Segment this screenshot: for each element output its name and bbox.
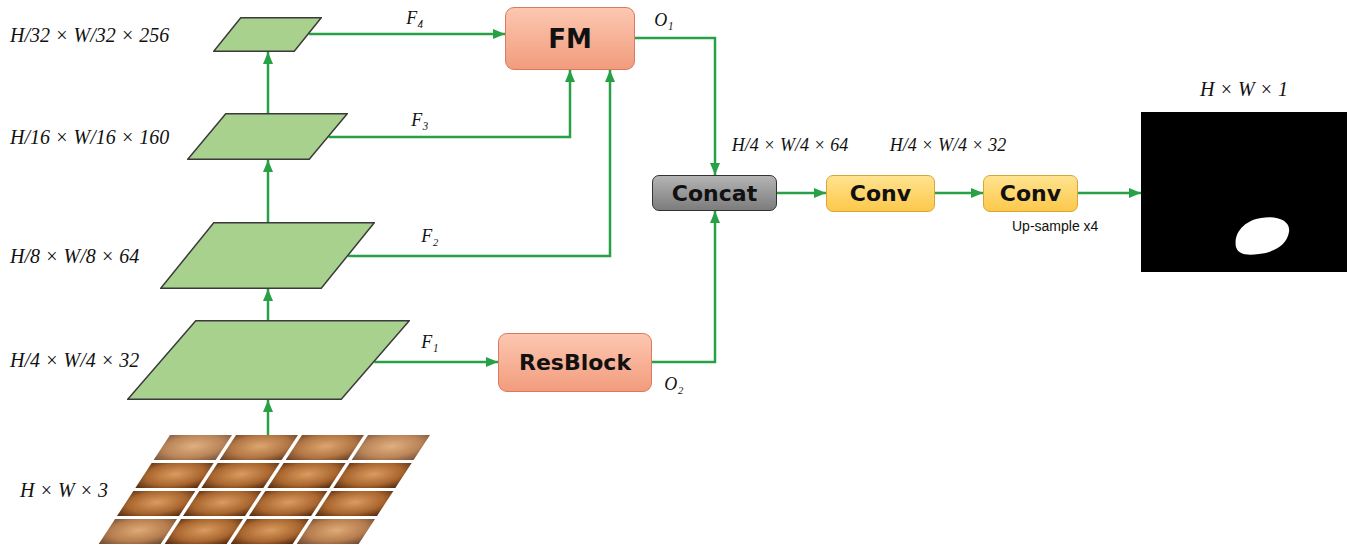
arrow-connector bbox=[309, 33, 505, 36]
edge-label: F₁ bbox=[419, 332, 440, 353]
arrow-connector bbox=[374, 361, 498, 364]
box-label: Conv bbox=[1000, 181, 1061, 206]
arrow-connector bbox=[635, 38, 715, 175]
arrow-connector bbox=[652, 211, 715, 362]
arrow-connector bbox=[267, 289, 270, 320]
arrow-connector bbox=[935, 192, 983, 195]
edge-label: H/4 × W/4 × 32 bbox=[888, 135, 1008, 156]
conv-box: Conv bbox=[826, 175, 935, 212]
arrow-connector bbox=[329, 70, 570, 137]
edge-label: F₄ bbox=[404, 8, 425, 29]
feature-map: H/4 × W/4 × 32 bbox=[127, 320, 410, 400]
box-label: ResBlock bbox=[519, 350, 631, 375]
edge-label: F₃ bbox=[409, 110, 430, 131]
dimension-label: H × W × 1 bbox=[1200, 78, 1288, 101]
feature-map: H/16 × W/16 × 160 bbox=[187, 113, 348, 160]
module-box: ResBlock bbox=[498, 333, 652, 392]
feature-map-shape bbox=[127, 320, 410, 400]
arrow-connector bbox=[777, 192, 826, 195]
note-label: Up-sample x4 bbox=[1012, 218, 1098, 234]
arrow-connector bbox=[267, 160, 270, 222]
input-image-node: H × W × 3 bbox=[98, 435, 430, 545]
arrow-connector bbox=[267, 400, 270, 435]
dimension-label: H × W × 3 bbox=[20, 479, 108, 502]
arrow-connector bbox=[348, 70, 610, 256]
dimension-label: H/8 × W/8 × 64 bbox=[10, 244, 139, 267]
dimension-label: H/16 × W/16 × 160 bbox=[10, 125, 169, 148]
input-image bbox=[98, 435, 430, 545]
box-label: Concat bbox=[672, 181, 757, 206]
arrow-connector bbox=[267, 52, 270, 113]
concat-box: Concat bbox=[652, 175, 777, 211]
edge-label: H/4 × W/4 × 64 bbox=[730, 135, 850, 156]
edge-label: O₂ bbox=[662, 374, 685, 395]
edge-label: O₁ bbox=[652, 10, 675, 31]
feature-map-shape bbox=[213, 17, 322, 52]
conv-box: Conv bbox=[983, 175, 1078, 212]
feature-map-shape bbox=[187, 113, 348, 160]
mask-image bbox=[1141, 112, 1347, 272]
feature-map-shape bbox=[160, 222, 375, 289]
box-label: FM bbox=[548, 24, 592, 54]
box-label: Conv bbox=[850, 181, 911, 206]
feature-map: H/8 × W/8 × 64 bbox=[160, 222, 375, 289]
dimension-label: H/32 × W/32 × 256 bbox=[10, 23, 169, 46]
feature-map: H/32 × W/32 × 256 bbox=[213, 17, 322, 52]
dimension-label: H/4 × W/4 × 32 bbox=[10, 349, 139, 372]
arrow-connector bbox=[1078, 192, 1141, 195]
edge-label: F₂ bbox=[419, 226, 440, 247]
output-mask-node: H × W × 1 bbox=[1141, 112, 1347, 272]
module-box: FM bbox=[505, 7, 635, 70]
